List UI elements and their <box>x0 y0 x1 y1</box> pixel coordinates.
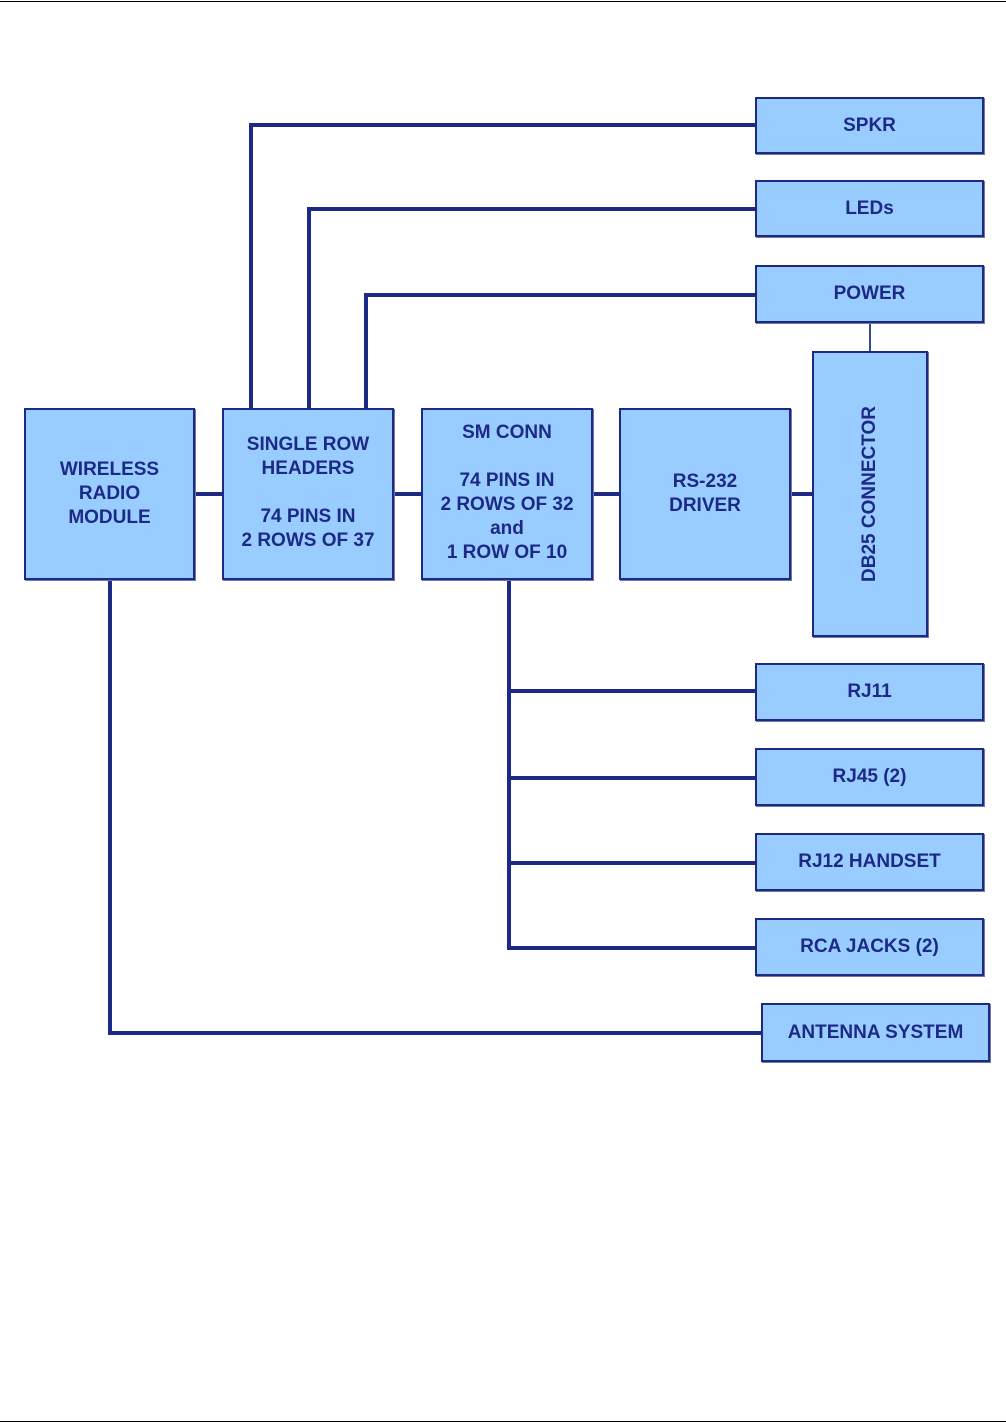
rj45-label: RJ45 (2) <box>833 765 907 789</box>
rj45-block: RJ45 (2) <box>755 748 984 806</box>
rs232-line-2: DRIVER <box>669 494 741 518</box>
leds-block: LEDs <box>755 180 984 237</box>
db25-label: DB25 CONNECTOR <box>858 406 882 582</box>
rca-jacks-block: RCA JACKS (2) <box>755 918 984 976</box>
rj11-block: RJ11 <box>755 663 984 721</box>
smconn-line-4: 2 ROWS OF 32 <box>440 493 573 517</box>
smconn-line-5: and <box>490 517 524 541</box>
db25-connector-block: DB25 CONNECTOR <box>812 351 928 637</box>
rj11-label: RJ11 <box>847 680 891 704</box>
wireless-radio-module-block: WIRELESS RADIO MODULE <box>24 408 195 580</box>
rs232-line-1: RS-232 <box>673 470 737 494</box>
wire-wireless-antenna <box>110 580 761 1033</box>
power-block: POWER <box>755 265 984 323</box>
wireless-line-3: MODULE <box>68 506 150 530</box>
headers-line-2: HEADERS <box>262 457 355 481</box>
spkr-block: SPKR <box>755 97 984 154</box>
antenna-system-block: ANTENNA SYSTEM <box>761 1003 990 1062</box>
smconn-line-3: 74 PINS IN <box>459 469 554 493</box>
power-label: POWER <box>834 282 906 306</box>
wire-headers-power <box>366 295 755 408</box>
single-row-headers-block: SINGLE ROW HEADERS 74 PINS IN 2 ROWS OF … <box>222 408 394 580</box>
rca-label: RCA JACKS (2) <box>800 935 939 959</box>
headers-line-4: 74 PINS IN <box>260 505 355 529</box>
rj12-handset-block: RJ12 HANDSET <box>755 833 984 891</box>
wireless-line-2: RADIO <box>79 482 140 506</box>
rj12-label: RJ12 HANDSET <box>798 850 941 874</box>
wire-headers-leds <box>309 209 755 408</box>
headers-line-1: SINGLE ROW <box>247 433 369 457</box>
wire-headers-spkr <box>251 125 755 408</box>
rs232-driver-block: RS-232 DRIVER <box>619 408 791 580</box>
smconn-line-6: 1 ROW OF 10 <box>447 541 567 565</box>
antenna-label: ANTENNA SYSTEM <box>788 1021 964 1045</box>
headers-line-5: 2 ROWS OF 37 <box>241 529 374 553</box>
wireless-line-1: WIRELESS <box>60 458 159 482</box>
smconn-line-1: SM CONN <box>462 421 552 445</box>
spkr-label: SPKR <box>843 114 896 138</box>
sm-conn-block: SM CONN 74 PINS IN 2 ROWS OF 32 and 1 RO… <box>421 408 593 580</box>
leds-label: LEDs <box>845 197 894 221</box>
